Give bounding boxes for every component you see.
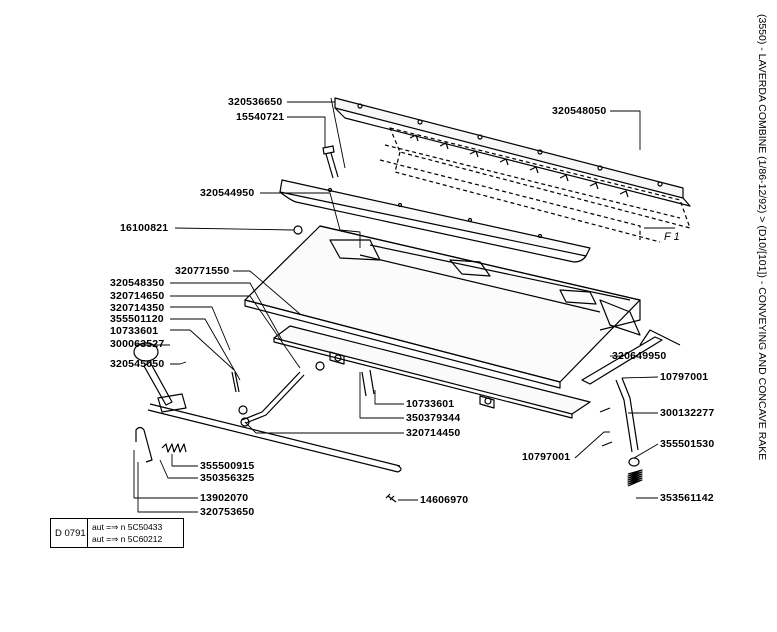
part-label: 300063527 bbox=[110, 338, 165, 350]
drawing-code: D 0791 bbox=[55, 528, 86, 539]
part-label: 300132277 bbox=[660, 407, 715, 419]
figure-reference: F 1 bbox=[664, 231, 680, 243]
screw bbox=[385, 493, 397, 503]
part-label: 320649950 bbox=[612, 350, 667, 362]
box-divider bbox=[87, 519, 88, 547]
part-label: 350356325 bbox=[200, 472, 255, 484]
part-label: 320753650 bbox=[200, 506, 255, 518]
part-label: 320714650 bbox=[110, 290, 165, 302]
drawing-info-box: D 0791 aut =⇒ n 5C50433 aut =⇒ n 5C60212 bbox=[50, 518, 184, 548]
part-label: 320545050 bbox=[110, 358, 165, 370]
page-title-text: (3550) - LAVERDA COMBINE (1/86-12/92) > … bbox=[756, 14, 768, 461]
part-label: 320714450 bbox=[406, 427, 461, 439]
part-label: 320771550 bbox=[175, 265, 230, 277]
part-label: 320548050 bbox=[552, 105, 607, 117]
split-pin bbox=[231, 371, 240, 393]
dashed-reference-assembly bbox=[379, 127, 691, 243]
serial-note: aut =⇒ n 5C50433 bbox=[92, 522, 163, 532]
bolt-pair bbox=[361, 369, 375, 397]
part-label: 10797001 bbox=[660, 371, 709, 383]
leader-lines bbox=[133, 97, 675, 513]
part-label: 10733601 bbox=[110, 325, 159, 337]
part-label: 320714350 bbox=[110, 302, 165, 314]
side-bracket bbox=[581, 329, 681, 385]
large-spring bbox=[627, 469, 643, 487]
part-label: 10797001 bbox=[522, 451, 571, 463]
part-label: 320536650 bbox=[228, 96, 283, 108]
linkage-rod bbox=[238, 361, 325, 427]
part-label: 320544950 bbox=[200, 187, 255, 199]
dashed-clips bbox=[409, 134, 629, 198]
part-label: 15540721 bbox=[236, 111, 285, 123]
top-rail-bar bbox=[334, 97, 691, 207]
part-label: 14606970 bbox=[420, 494, 469, 506]
serial-note: aut =⇒ n 5C60212 bbox=[92, 534, 163, 544]
part-label: 350379344 bbox=[406, 412, 461, 424]
bolt bbox=[322, 145, 339, 179]
part-label: 10733601 bbox=[406, 398, 455, 410]
part-label: 320548350 bbox=[110, 277, 165, 289]
part-label: 353561142 bbox=[660, 492, 714, 504]
long-rod bbox=[147, 403, 402, 473]
part-label: 355501120 bbox=[110, 313, 164, 325]
part-label: 355500915 bbox=[200, 460, 255, 472]
conveyor-pan bbox=[244, 225, 641, 389]
part-label: 13902070 bbox=[200, 492, 249, 504]
washer bbox=[293, 225, 303, 235]
lever-with-knob bbox=[133, 342, 187, 413]
pivot-arm bbox=[599, 377, 640, 467]
part-label: 16100821 bbox=[120, 222, 169, 234]
rake-bar bbox=[273, 325, 591, 419]
page-title: (3550) - LAVERDA COMBINE (1/86-12/92) > … bbox=[750, 14, 772, 534]
curved-plate bbox=[279, 179, 591, 263]
hook bbox=[135, 426, 153, 463]
spring bbox=[161, 443, 187, 453]
part-label: 355501530 bbox=[660, 438, 715, 450]
